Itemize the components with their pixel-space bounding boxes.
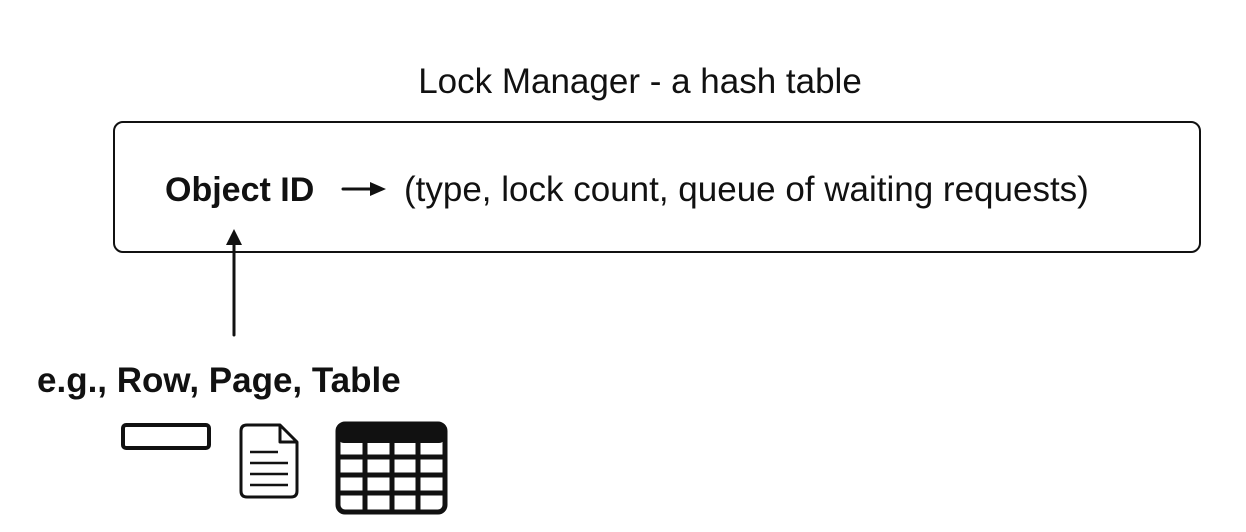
page-icon	[239, 423, 299, 499]
examples-to-key-arrow	[226, 229, 242, 337]
object-id-label: Object ID	[165, 171, 315, 209]
entry-value-label: (type, lock count, queue of waiting requ…	[404, 170, 1089, 209]
row-icon	[121, 423, 211, 450]
key-to-value-arrow	[341, 182, 386, 196]
examples-label: e.g., Row, Page, Table	[37, 361, 401, 400]
table-icon	[335, 421, 448, 515]
hash-table-box	[113, 121, 1201, 253]
diagram-title: Lock Manager - a hash table	[418, 62, 862, 101]
